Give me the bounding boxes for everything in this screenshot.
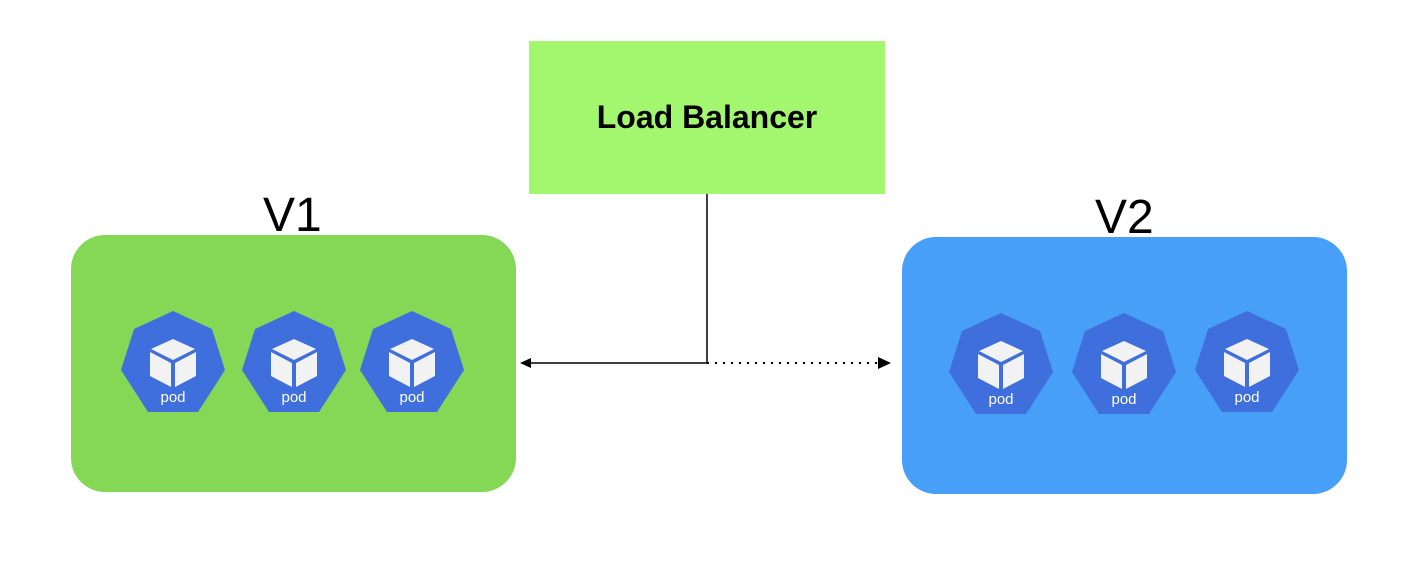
v1-title: V1 [263, 189, 322, 242]
pod-icon [242, 311, 346, 412]
pod-icon [1195, 311, 1299, 412]
pod-label: pod [1234, 389, 1260, 406]
v1-pod-3: pod [358, 309, 466, 417]
pod-label: pod [1111, 391, 1137, 408]
load-balancer-box: Load Balancer [529, 41, 885, 194]
pod-icon [1072, 313, 1176, 414]
v2-group: pod pod pod [902, 237, 1347, 494]
pod-icon [360, 311, 464, 412]
pod-label: pod [399, 389, 425, 406]
pod-label: pod [160, 389, 186, 406]
pod-label: pod [281, 389, 307, 406]
v1-pod-2: pod [240, 309, 348, 417]
v2-title: V2 [1095, 191, 1154, 244]
route-to-v2-arrowhead [878, 357, 891, 369]
route-to-v1-arrowhead [520, 358, 531, 368]
v2-pod-1: pod [947, 311, 1055, 419]
v2-pod-3: pod [1193, 309, 1301, 417]
v2-pod-2: pod [1070, 311, 1178, 419]
v1-pod-1: pod [119, 309, 227, 417]
pod-label: pod [988, 391, 1014, 408]
pod-icon [121, 311, 225, 412]
pod-icon [949, 313, 1053, 414]
load-balancer-label: Load Balancer [596, 99, 818, 135]
v1-group: pod pod pod [71, 235, 516, 492]
